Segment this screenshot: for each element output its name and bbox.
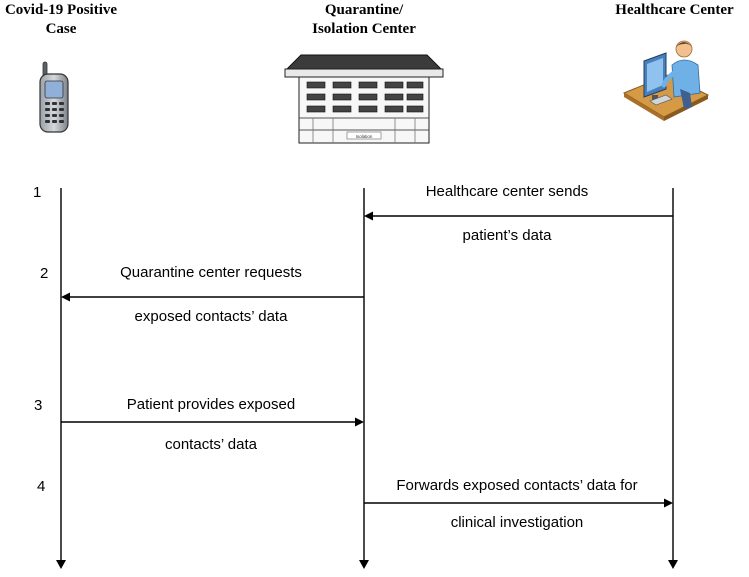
message-arrowhead-4: [664, 498, 673, 508]
message-3-line-1: Patient provides exposed: [126, 396, 296, 413]
message-4-line-2: clinical investigation: [450, 514, 584, 531]
computer-user-icon: [622, 37, 710, 121]
actor-title-case: Covid-19 Positive Case: [0, 1, 122, 39]
message-3-line-2: contacts’ data: [165, 436, 257, 453]
message-arrowhead-1: [364, 211, 373, 221]
message-arrowhead-3: [355, 417, 364, 427]
step-number-2: 2: [40, 265, 49, 282]
message-arrowhead-2: [61, 292, 70, 302]
step-number-4: 4: [37, 478, 46, 495]
lifeline-quarantine-arrowhead: [359, 560, 369, 569]
message-2-line-2: exposed contacts’ data: [134, 308, 288, 325]
message-1-line-1: Healthcare center sends: [425, 183, 589, 200]
actor-title-healthcare-line-1: Healthcare Center: [615, 2, 734, 18]
actor-title-quarantine-line-1: Quarantine/: [324, 2, 404, 18]
building-icon: Isolation: [283, 49, 445, 147]
message-4-line-1: Forwards exposed contacts’ data for: [396, 477, 638, 494]
actor-title-quarantine-line-2: Isolation Center: [312, 21, 416, 37]
actor-title-quarantine: Quarantine/ Isolation Center: [289, 1, 439, 39]
step-number-3: 3: [34, 397, 43, 414]
building-sign: Isolation: [356, 134, 373, 139]
actor-title-healthcare: Healthcare Center: [600, 1, 749, 20]
lifeline-case-arrowhead: [56, 560, 66, 569]
mobile-phone-icon: [34, 60, 74, 134]
lifeline-healthcare-arrowhead: [668, 560, 678, 569]
step-number-1: 1: [33, 184, 42, 201]
actor-title-case-line-1: Covid-19 Positive: [4, 2, 118, 18]
actor-title-case-line-2: Case: [45, 21, 77, 37]
message-2-line-1: Quarantine center requests: [120, 264, 302, 281]
message-1-line-2: patient’s data: [462, 227, 552, 244]
